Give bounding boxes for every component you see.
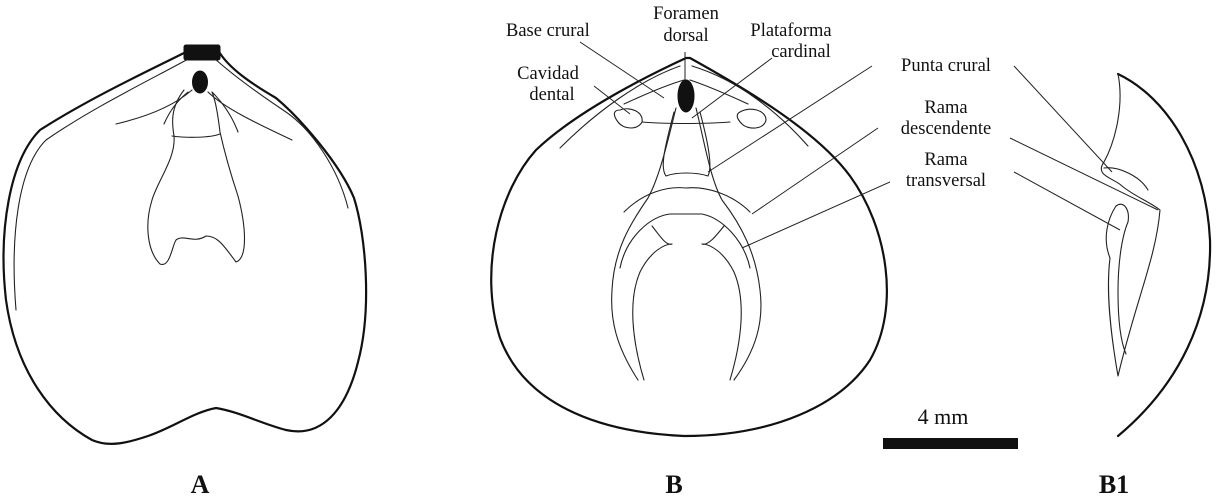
label-cavidad-line2: dental [529,85,574,105]
leader-rama-transversal-b [742,182,890,248]
panel-label-b: B [665,470,682,499]
panel-label-a: A [191,470,210,499]
leader-rama-transversal-b1 [1014,172,1120,230]
leader-cavidad-dental [594,86,630,114]
label-rama-trans-line2: transversal [906,171,986,191]
specimen-a-beak [184,45,220,60]
leader-punta-crural-b1 [1014,66,1112,172]
specimen-a-drawing [4,45,367,444]
specimen-b-inner-rim-right [692,66,808,146]
specimen-b-transverse-band [624,188,750,212]
leader-rama-descendente-b1 [1010,138,1158,210]
specimen-b1-shell [1118,74,1210,436]
specimen-b-outline [491,58,887,436]
label-punta-crural: Punta crural [901,56,991,76]
label-base-crural: Base crural [506,21,590,41]
scale-bar [883,438,1018,449]
label-rama-desc-line1: Rama [924,98,967,118]
specimen-a-inner-line [14,58,190,310]
specimen-b-dental-cavity-left [614,109,642,128]
specimen-a-foramen [193,71,208,93]
specimen-b-crural-tips [663,112,710,176]
label-foramen-line2: dorsal [663,26,708,46]
specimen-b-dental-cavity-right [737,109,766,128]
scale-bar-label: 4 mm [918,404,969,429]
specimen-a-outline [4,50,367,444]
specimen-b-drawing [491,58,887,436]
specimen-b1-drawing [1101,74,1210,436]
specimen-b-descending-branches [612,108,761,380]
label-rama-trans-line1: Rama [924,150,967,170]
specimen-b-inner-loop [620,214,750,380]
label-foramen-line1: Foramen [653,4,719,24]
label-cavidad-line1: Cavidad [517,64,579,84]
label-rama-desc-line2: descendente [901,119,991,139]
specimen-b-foramen [678,80,694,112]
panel-label-b1: B1 [1099,470,1129,499]
label-plataforma-line1: Plataforma [750,21,831,41]
label-plataforma-line2: cardinal [771,42,831,62]
